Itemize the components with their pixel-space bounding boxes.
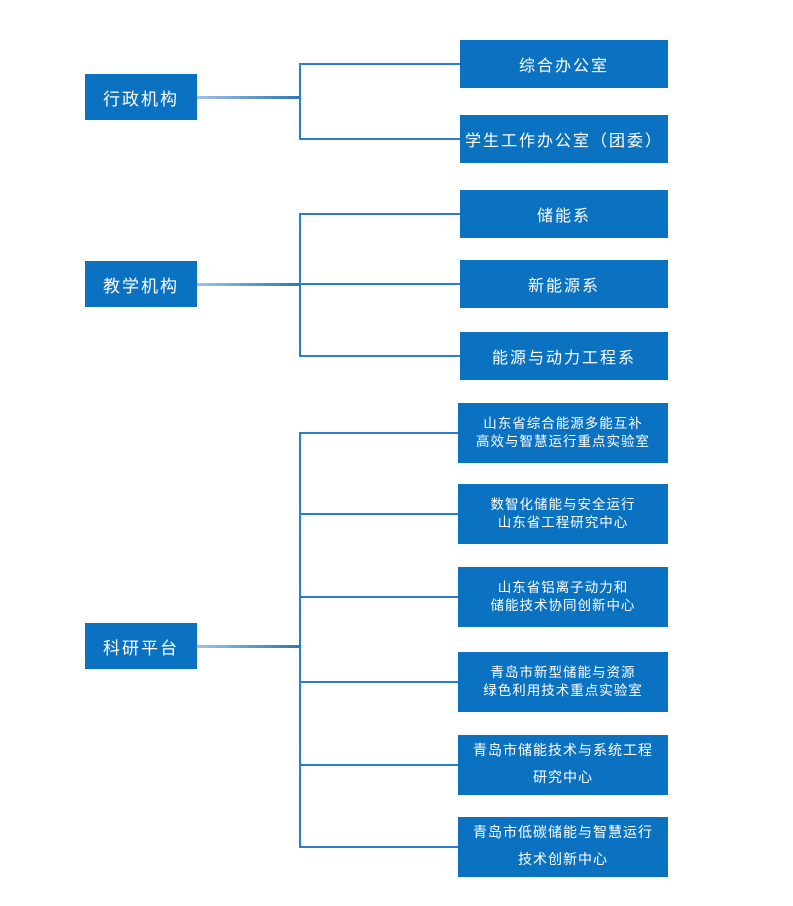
child-node-energy-storage-dept: 储能系 — [460, 190, 668, 238]
child-node-student-affairs-office: 学生工作办公室（团委） — [460, 115, 668, 163]
connector-branch — [299, 681, 458, 683]
child-node-shandong-engineering-research-center: 数智化储能与安全运行 山东省工程研究中心 — [458, 484, 668, 544]
connector-branch — [299, 596, 458, 598]
child-node-qingdao-innovation-center: 青岛市低碳储能与智慧运行 技术创新中心 — [458, 817, 668, 877]
connector-trunk — [299, 213, 301, 357]
parent-node-administrative: 行政机构 — [85, 74, 197, 120]
child-node-new-energy-dept: 新能源系 — [460, 260, 668, 308]
child-node-energy-power-engineering-dept: 能源与动力工程系 — [460, 332, 668, 380]
child-node-qingdao-key-lab: 青岛市新型储能与资源 绿色利用技术重点实验室 — [458, 652, 668, 712]
connector-branch — [299, 63, 460, 65]
connector-trunk — [299, 432, 301, 848]
connector-branch — [299, 432, 458, 434]
parent-node-teaching: 教学机构 — [85, 261, 197, 307]
parent-node-research-platform: 科研平台 — [85, 623, 197, 669]
connector-branch — [299, 213, 460, 215]
child-node-shandong-key-lab: 山东省综合能源多能互补 高效与智慧运行重点实验室 — [458, 403, 668, 463]
connector-parent-line — [197, 645, 300, 648]
connector-branch — [299, 283, 460, 285]
connector-branch — [299, 138, 460, 140]
connector-trunk — [299, 63, 301, 140]
child-node-qingdao-research-center: 青岛市储能技术与系统工程 研究中心 — [458, 735, 668, 795]
connector-parent-line — [197, 96, 300, 99]
child-node-shandong-innovation-center: 山东省铝离子动力和 储能技术协同创新中心 — [458, 567, 668, 627]
connector-branch — [299, 846, 458, 848]
child-node-general-office: 综合办公室 — [460, 40, 668, 88]
connector-branch — [299, 764, 458, 766]
connector-parent-line — [197, 283, 300, 286]
connector-branch — [299, 513, 458, 515]
connector-branch — [299, 355, 460, 357]
